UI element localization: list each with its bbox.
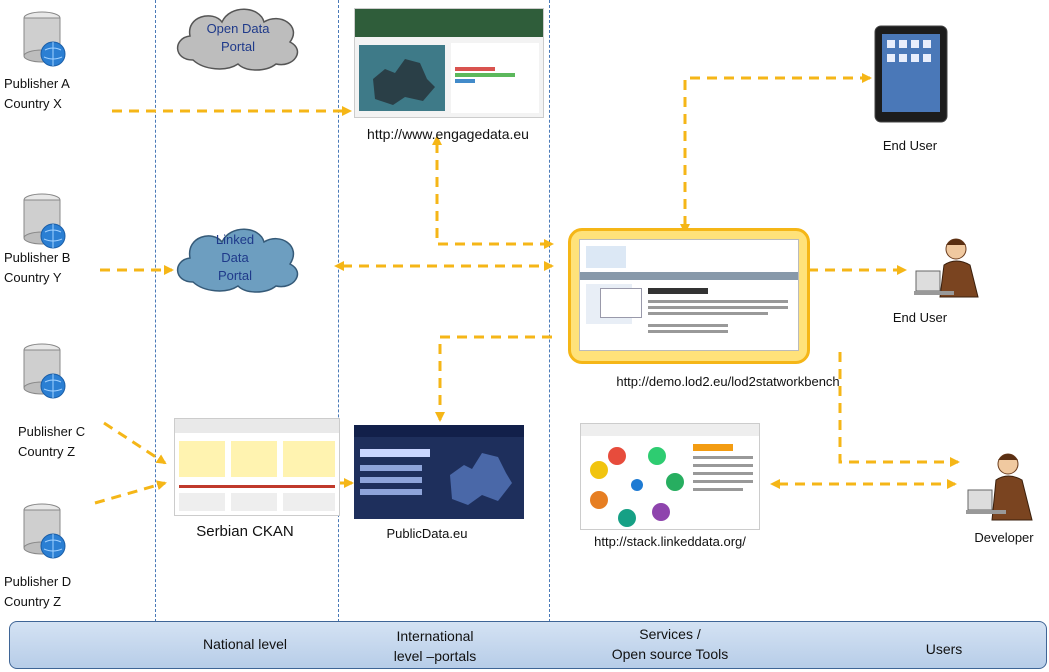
footer-international-level: International level –portals — [365, 626, 505, 666]
publicdata-screenshot — [354, 425, 524, 519]
divider-services — [549, 0, 550, 622]
publisher-country: Country Z — [18, 444, 76, 459]
lod2-url[interactable]: http://demo.lod2.eu/lod2statworkbench — [616, 374, 840, 389]
footer-international-line1: International — [396, 628, 474, 644]
divider-international — [338, 0, 339, 622]
engagedata-url[interactable]: http://www.engagedata.eu — [367, 126, 529, 142]
end-user-1-label: End User — [882, 138, 938, 153]
cloud-icon — [176, 8, 299, 71]
engagedata-screenshot — [354, 8, 544, 118]
footer-national-level: National level — [202, 636, 288, 652]
database-globe-icon — [23, 11, 66, 67]
footer-international-line2: level –portals — [393, 648, 477, 664]
publisher-a-label: Publisher A Country X — [4, 74, 70, 114]
lod2-statworkbench-box — [568, 228, 810, 364]
publisher-name: Publisher C — [18, 424, 86, 439]
footer-services-line1: Services / — [639, 626, 701, 642]
publisher-country: Country Y — [4, 270, 62, 285]
linked-data-stack-screenshot — [580, 423, 760, 530]
level-footer-bar — [9, 621, 1047, 669]
publisher-d-label: Publisher D Country Z — [4, 572, 71, 612]
tablet-icon — [874, 25, 948, 123]
publisher-country: Country Z — [4, 594, 62, 609]
publisher-c-label: Publisher C Country Z — [18, 422, 85, 462]
publisher-name: Publisher D — [4, 574, 72, 589]
database-globe-icon — [23, 503, 66, 559]
database-globe-icon — [23, 343, 66, 399]
footer-users: Users — [925, 641, 963, 657]
serbian-ckan-label: Serbian CKAN — [196, 523, 294, 540]
cloud-icon — [176, 228, 299, 293]
publisher-b-label: Publisher B Country Y — [4, 248, 70, 288]
publicdata-label: PublicData.eu — [386, 526, 468, 541]
serbian-ckan-screenshot — [174, 418, 340, 516]
footer-services-line2: Open source Tools — [611, 646, 729, 662]
user-at-computer-icon — [914, 238, 979, 298]
developer-label: Developer — [974, 530, 1034, 545]
stack-url[interactable]: http://stack.linkeddata.org/ — [594, 534, 746, 549]
divider-national — [155, 0, 156, 622]
user-at-computer-icon — [966, 453, 1033, 521]
open-data-portal-label: Open Data Portal — [206, 21, 270, 54]
footer-services: Services / Open source Tools — [585, 624, 755, 664]
publisher-country: Country X — [4, 96, 62, 111]
publisher-name: Publisher A — [4, 76, 70, 91]
end-user-2-label: End User — [892, 310, 948, 325]
publisher-name: Publisher B — [4, 250, 71, 265]
linked-data-portal-label: Linked Data Portal — [215, 232, 255, 283]
database-globe-icon — [23, 193, 66, 249]
lod2-screenshot — [579, 239, 799, 351]
